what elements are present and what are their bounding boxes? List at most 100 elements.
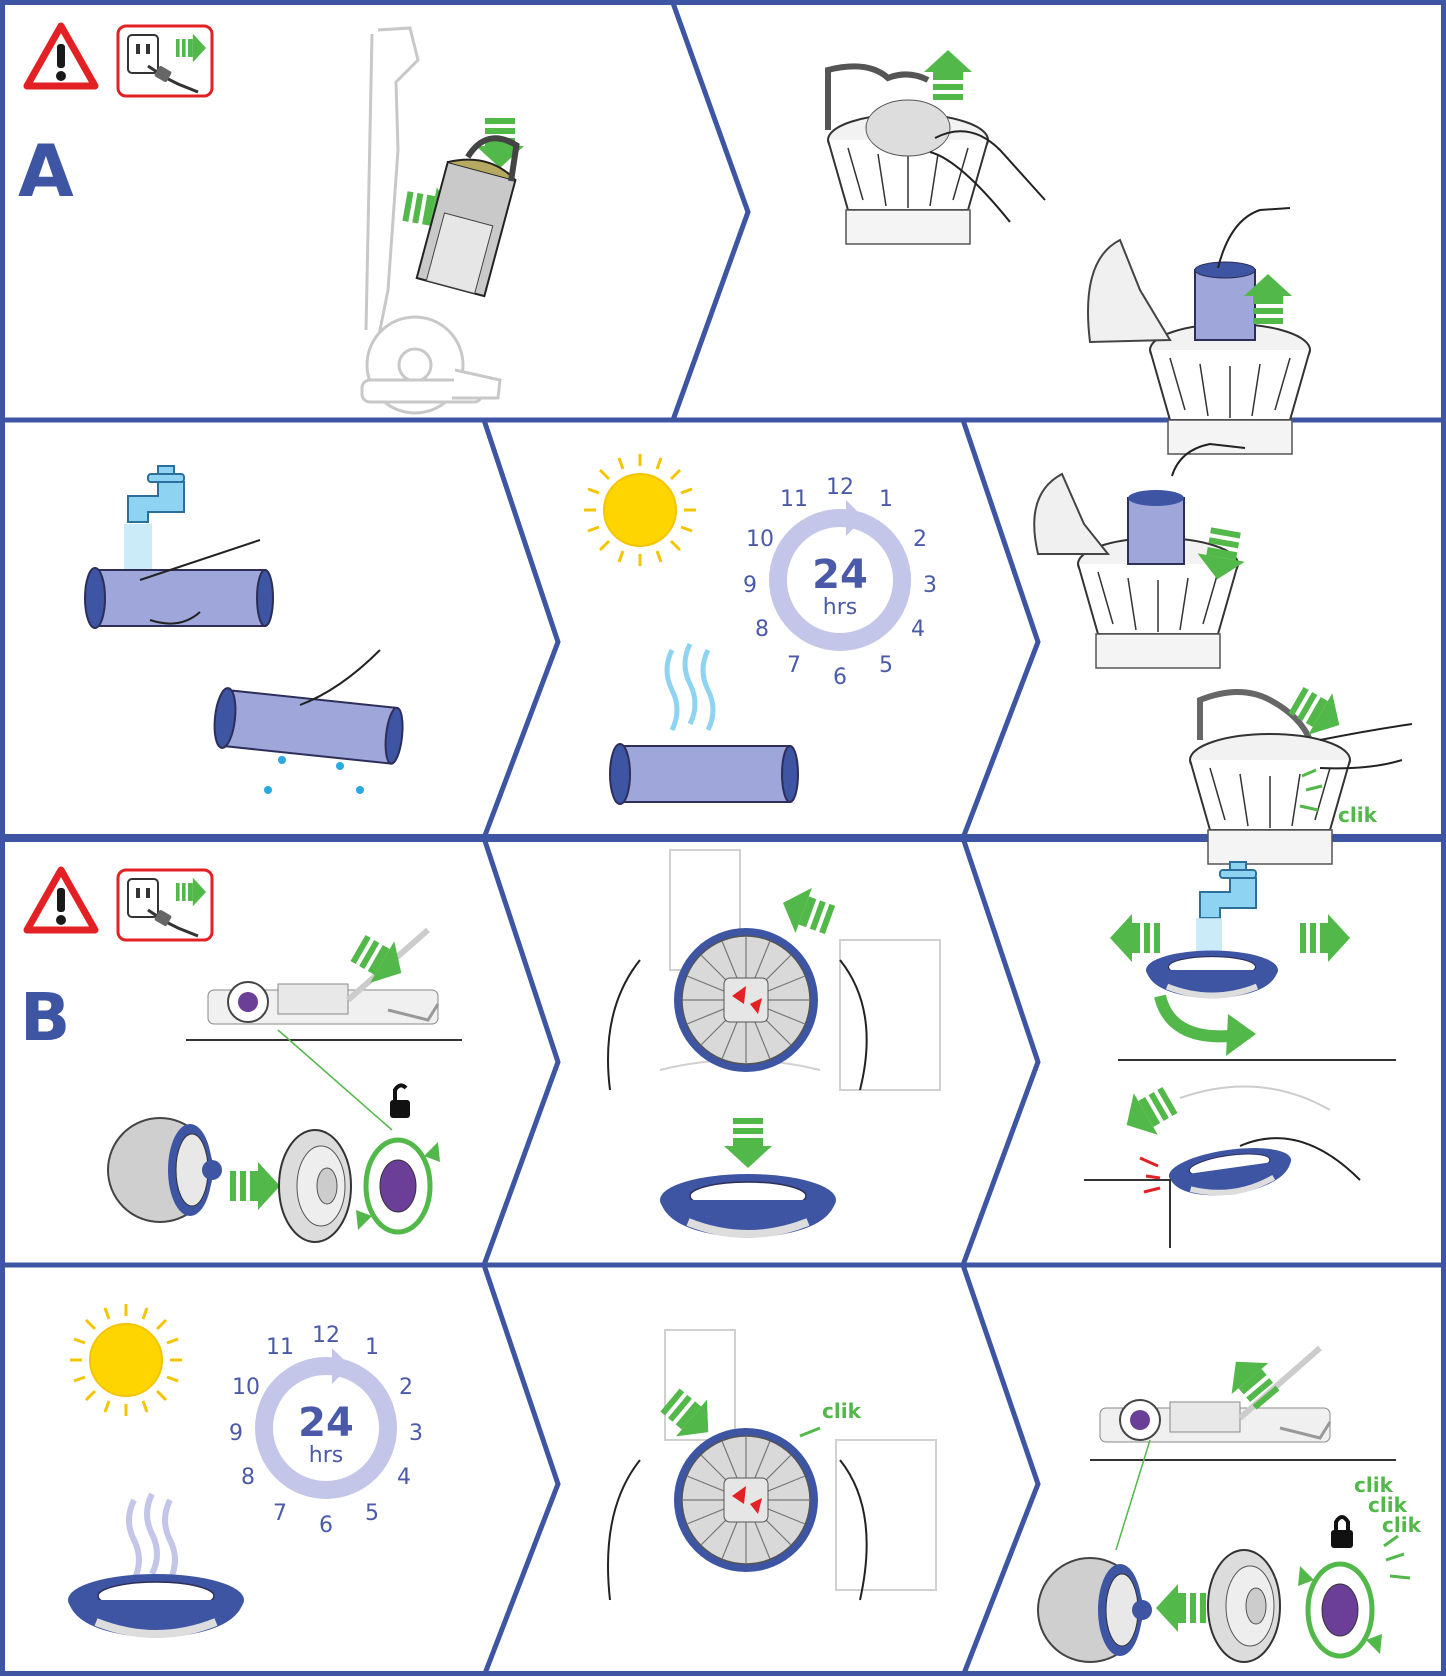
hand-illustration bbox=[139, 539, 261, 625]
clik-label: clik bbox=[1338, 803, 1378, 827]
svg-text:8: 8 bbox=[755, 617, 769, 642]
unplug-icon bbox=[118, 26, 212, 96]
clock-numbers: 12 1 2 3 4 5 6 7 8 9 10 11 bbox=[229, 1323, 423, 1538]
svg-text:6: 6 bbox=[833, 665, 847, 690]
svg-text:3: 3 bbox=[409, 1421, 423, 1446]
svg-text:2: 2 bbox=[913, 527, 927, 552]
disc-illustration bbox=[278, 1129, 352, 1243]
lock-icon bbox=[1331, 1515, 1353, 1548]
hand-illustration bbox=[1239, 1137, 1361, 1181]
steam-icon bbox=[664, 642, 716, 732]
arrow-icon bbox=[774, 880, 839, 943]
clik-label: clik bbox=[822, 1399, 862, 1423]
rotate-cap-icon bbox=[1298, 1561, 1382, 1659]
refit-round-filter-panel: clik bbox=[607, 1329, 937, 1601]
svg-text:4: 4 bbox=[397, 1465, 411, 1490]
click-line bbox=[799, 1426, 821, 1438]
cyclone-illustration bbox=[1033, 472, 1239, 669]
leader-line bbox=[1115, 1439, 1151, 1551]
clik-label: clik bbox=[1368, 1493, 1408, 1517]
tap-lines bbox=[1139, 1156, 1161, 1194]
section-a: A bbox=[18, 26, 1311, 455]
vacuum-ghost-illustration bbox=[664, 1329, 937, 1591]
svg-text:2: 2 bbox=[399, 1375, 413, 1400]
hands-illustration bbox=[607, 959, 868, 1091]
table-corner bbox=[1084, 1179, 1171, 1248]
cyclone-handle-illustration bbox=[825, 63, 989, 245]
dish-filter-illustration bbox=[1146, 951, 1278, 999]
rotate-cap-icon bbox=[356, 1137, 440, 1235]
rotate-arrow-icon bbox=[1154, 994, 1231, 1043]
warning-triangle-icon bbox=[27, 870, 95, 930]
unlock-icon bbox=[390, 1083, 410, 1118]
hand-illustration bbox=[1171, 442, 1246, 477]
vacuum-tilted-illustration bbox=[208, 930, 438, 1024]
arrow-icon bbox=[1114, 1079, 1182, 1146]
cyclone-illustration bbox=[1189, 689, 1351, 865]
hands-illustration bbox=[607, 1459, 868, 1601]
vacuum-illustration bbox=[360, 26, 502, 415]
cyclone-filter-illustration bbox=[1087, 238, 1311, 455]
svg-text:1: 1 bbox=[879, 487, 893, 512]
svg-text:7: 7 bbox=[787, 653, 801, 678]
section-b: B bbox=[20, 849, 1396, 1248]
svg-text:12: 12 bbox=[312, 1323, 340, 1348]
svg-text:4: 4 bbox=[911, 617, 925, 642]
filter-icon bbox=[609, 743, 799, 805]
dish-filter-illustration bbox=[660, 1174, 836, 1238]
arrow-icon bbox=[346, 927, 414, 994]
unplug-icon bbox=[118, 870, 212, 940]
click-lines bbox=[1383, 1534, 1411, 1580]
svg-text:12: 12 bbox=[826, 475, 854, 500]
clik-label: clik bbox=[1354, 1473, 1394, 1497]
svg-text:9: 9 bbox=[229, 1421, 243, 1446]
timer-unit: hrs bbox=[309, 1443, 343, 1468]
svg-text:10: 10 bbox=[232, 1375, 260, 1400]
ball-illustration bbox=[1037, 1557, 1153, 1663]
water-stream bbox=[124, 524, 152, 574]
ball-illustration bbox=[107, 1117, 223, 1223]
arrow-right-icon bbox=[1300, 914, 1350, 962]
round-filter-illustration bbox=[673, 1427, 819, 1573]
svg-text:5: 5 bbox=[879, 653, 893, 678]
hand-illustration bbox=[299, 649, 381, 706]
svg-text:9: 9 bbox=[743, 573, 757, 598]
filter-icon bbox=[210, 686, 407, 768]
steam-icon bbox=[126, 1492, 178, 1582]
dish-filter-illustration bbox=[1166, 1141, 1294, 1203]
hand-illustration bbox=[929, 130, 1046, 223]
svg-text:11: 11 bbox=[780, 487, 808, 512]
arrow-left-icon bbox=[1110, 914, 1160, 962]
arrow-down-icon bbox=[724, 1118, 772, 1168]
section-letter-a: A bbox=[18, 129, 74, 213]
disc-illustration bbox=[1207, 1549, 1281, 1663]
svg-text:8: 8 bbox=[241, 1465, 255, 1490]
arrow-icon bbox=[230, 1162, 280, 1210]
clock-24-icon: 24 hrs 12 1 2 3 4 5 6 7 8 9 10 11 bbox=[743, 475, 937, 690]
arrow-left-icon bbox=[1156, 1584, 1206, 1632]
timer-hours: 24 bbox=[298, 1400, 354, 1446]
svg-text:6: 6 bbox=[319, 1513, 333, 1538]
tap-icon bbox=[1199, 861, 1257, 919]
clock-24-icon: 24 hrs 12 1 2 3 4 5 6 7 8 9 10 11 bbox=[229, 1323, 423, 1538]
refit-filter-panel: clik bbox=[1033, 442, 1413, 865]
bin-illustration bbox=[415, 135, 520, 298]
clock-numbers: 12 1 2 3 4 5 6 7 8 9 10 11 bbox=[743, 475, 937, 690]
timer-unit: hrs bbox=[823, 595, 857, 620]
dry-dish-panel: 24 hrs 12 1 2 3 4 5 6 7 8 9 10 11 bbox=[68, 1302, 423, 1638]
dry-filter-panel: 24 hrs 12 1 2 3 4 5 6 7 8 9 10 11 bbox=[582, 452, 937, 805]
water-drops bbox=[264, 756, 364, 794]
sun-icon bbox=[582, 452, 698, 568]
svg-text:10: 10 bbox=[746, 527, 774, 552]
dish-filter-illustration bbox=[68, 1574, 244, 1638]
warning-triangle-icon bbox=[27, 26, 95, 86]
svg-text:11: 11 bbox=[266, 1335, 294, 1360]
rotate-arrow-head bbox=[1226, 1014, 1256, 1056]
round-filter-illustration bbox=[673, 927, 819, 1073]
hand-illustration bbox=[1217, 207, 1291, 269]
timer-hours: 24 bbox=[812, 552, 868, 598]
vacuum-tilted-illustration bbox=[1100, 1348, 1330, 1442]
wash-filter-panel bbox=[84, 465, 407, 794]
arrow-up-icon bbox=[924, 50, 972, 100]
